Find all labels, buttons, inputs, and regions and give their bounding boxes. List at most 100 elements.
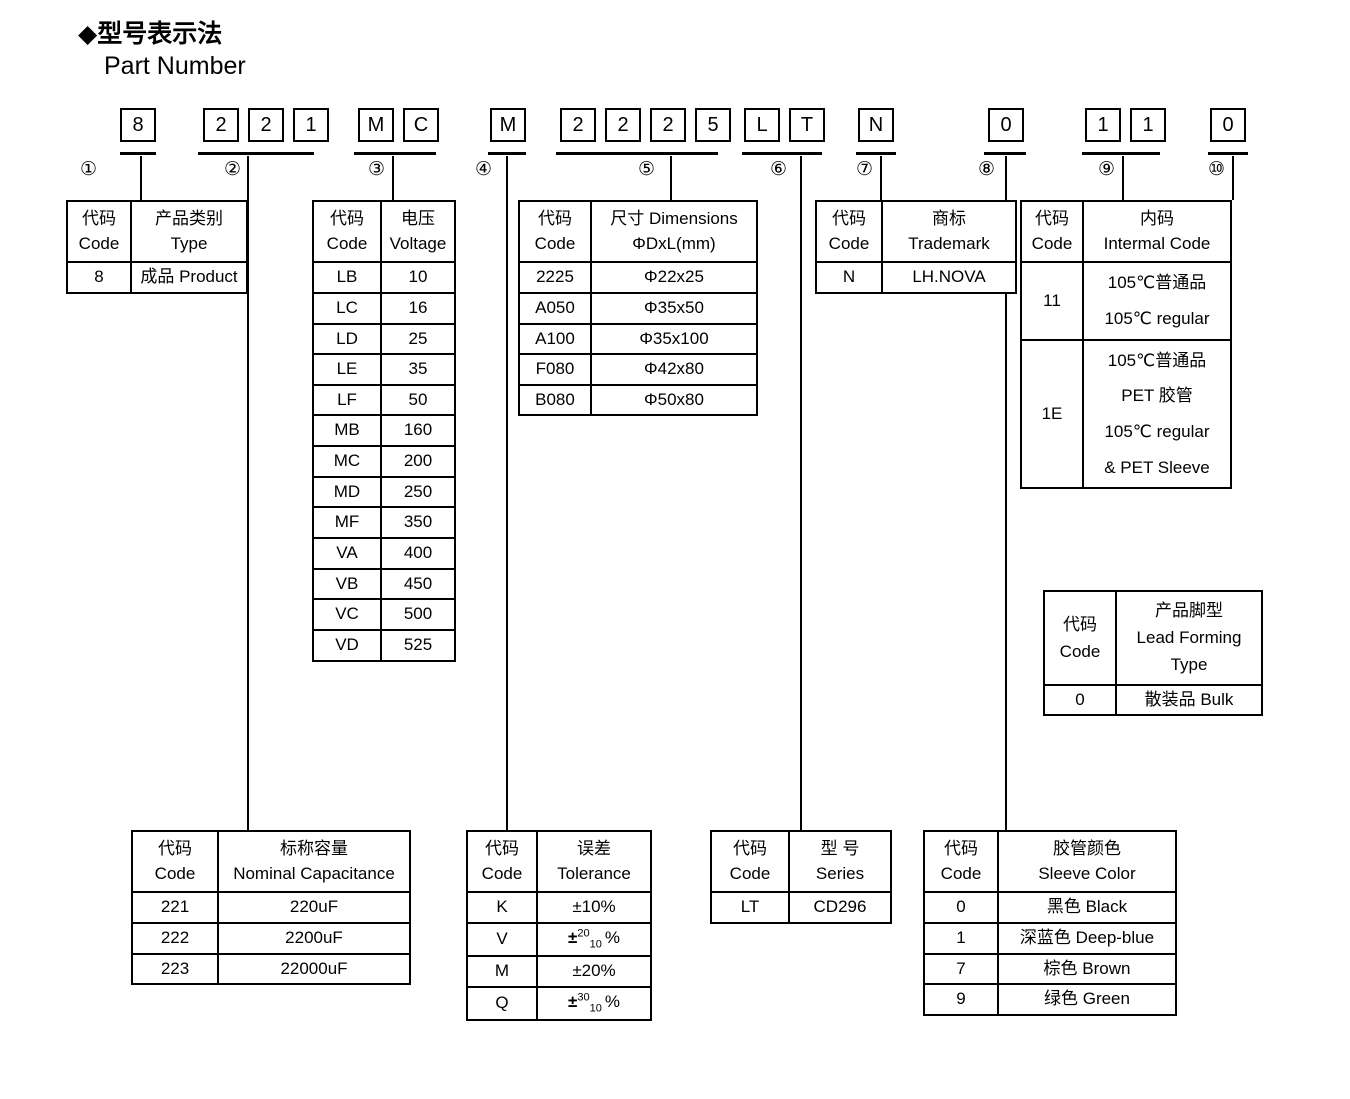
cell-code: VD xyxy=(312,628,382,662)
header-value-cn: 产品类别 xyxy=(155,209,223,228)
header-code-series: 代码 Code xyxy=(710,829,790,894)
group-bar-⑥ xyxy=(742,152,822,155)
table-row: LT CD296 xyxy=(710,891,892,924)
part-number-char-9-2: 1 xyxy=(1130,108,1166,142)
cell-code: A050 xyxy=(518,291,592,325)
group-marker-8: ⑧ xyxy=(978,159,996,180)
internal-code-line: 105℃普通品 xyxy=(1107,273,1207,293)
table-series: 代码 Code 型 号 Series LT CD296 xyxy=(710,829,892,924)
header-code-trademark: 代码 Code xyxy=(815,199,883,264)
header-value-en: Voltage xyxy=(389,233,447,253)
cell-code: 11 xyxy=(1020,261,1084,341)
cell-code: V xyxy=(466,921,538,958)
cell-code: LT xyxy=(710,891,790,924)
cell-code: VB xyxy=(312,567,382,601)
cell-value: ±3010% xyxy=(536,985,652,1022)
cell-code: MB xyxy=(312,414,382,448)
group-connector-5 xyxy=(670,156,672,200)
header-code-en: Code xyxy=(1059,641,1101,661)
group-bar-⑦ xyxy=(856,152,896,155)
cell-code: 0 xyxy=(1043,683,1117,717)
header-value-cn: 型 号 xyxy=(820,839,860,858)
cell-code: MF xyxy=(312,506,382,540)
tolerance-lower: 10 xyxy=(589,938,602,951)
group-marker-5: ⑤ xyxy=(638,159,656,180)
table-row: 代码 Code 误差 Tolerance xyxy=(466,829,652,894)
header-value-series: 型 号 Series xyxy=(788,829,892,894)
part-number-char-7-1: N xyxy=(858,108,894,142)
cell-code: 0 xyxy=(923,891,999,924)
header-value-cn: 胶管颜色 xyxy=(1053,839,1121,858)
header-code-cn: 代码 xyxy=(330,209,364,228)
cell-value: LH.NOVA xyxy=(881,261,1017,294)
table-row: 8 成品 Product xyxy=(66,261,248,294)
cell-code: LB xyxy=(312,261,382,294)
header-code-en: Code xyxy=(828,233,870,253)
group-connector-10 xyxy=(1232,156,1234,200)
cell-value: 22000uF xyxy=(217,952,411,986)
header-value-en: Intermal Code xyxy=(1103,233,1211,253)
cell-value: 25 xyxy=(380,322,456,356)
part-number-char-5-2: 2 xyxy=(605,108,641,142)
tolerance-upper: 30 xyxy=(577,991,590,1004)
header-code-en: Code xyxy=(78,233,120,253)
cell-code: 8 xyxy=(66,261,132,294)
part-number-char-4-1: M xyxy=(490,108,526,142)
table-row: K±10% xyxy=(466,891,652,924)
cell-value: 10 xyxy=(380,261,456,294)
header-code-cn: 代码 xyxy=(832,209,866,228)
cell-value: 黑色 Black xyxy=(997,891,1177,924)
cell-value: 105℃普通品 105℃ regular xyxy=(1082,261,1232,341)
header-value-en: Series xyxy=(815,863,865,883)
cell-code: LD xyxy=(312,322,382,356)
table-row: 代码 Code 型 号 Series xyxy=(710,829,892,894)
header-code-en: Code xyxy=(326,233,368,253)
table-trademark: 代码 Code 商标 Trademark N LH.NOVA xyxy=(815,199,1017,294)
header-value-lead: 产品脚型 Lead Forming Type xyxy=(1115,590,1263,686)
table-row: V±2010% xyxy=(466,921,652,958)
header-code-voltage: 代码 Code xyxy=(312,199,382,264)
header-code-cap: 代码 Code xyxy=(131,829,219,894)
cell-value: Φ35x100 xyxy=(590,322,758,356)
header-value-type: 产品类别 Type xyxy=(130,199,248,264)
cell-value: Φ35x50 xyxy=(590,291,758,325)
header-value-dimensions: 尺寸 Dimensions ΦDxL(mm) xyxy=(590,199,758,264)
cell-value: 50 xyxy=(380,383,456,417)
group-bar-⑤ xyxy=(556,152,718,155)
header-value-en2: Type xyxy=(1170,655,1208,675)
tolerance-lower: 10 xyxy=(589,1002,602,1015)
header-value-cn: 商标 xyxy=(932,209,966,228)
table-type: 代码 Code 产品类别 Type 8 成品 Product xyxy=(66,199,248,294)
table-lead-forming: 代码 Code 产品脚型 Lead Forming Type 0 散装品 Bul… xyxy=(1043,590,1263,717)
table-tolerance: 代码 Code 误差 Tolerance K±10%V±2010%M±20%Q±… xyxy=(466,829,652,1022)
header-value-en: ΦDxL(mm) xyxy=(632,233,716,253)
table-row: Q±3010% xyxy=(466,985,652,1022)
header-value-en: Trademark xyxy=(908,233,990,253)
internal-code-line: 105℃ regular xyxy=(1104,308,1210,328)
cell-code: 223 xyxy=(131,952,219,986)
cell-value: ±2010% xyxy=(536,921,652,958)
header-code-cn: 代码 xyxy=(538,209,572,228)
cell-value: 棕色 Brown xyxy=(997,952,1177,986)
group-bar-④ xyxy=(488,152,526,155)
group-marker-3: ③ xyxy=(368,159,386,180)
table-row: 0 散装品 Bulk xyxy=(1043,683,1263,717)
cell-code: B080 xyxy=(518,383,592,417)
header-code-tol: 代码 Code xyxy=(466,829,538,894)
header-code-sleeve: 代码 Code xyxy=(923,829,999,894)
header-code-cn: 代码 xyxy=(158,839,192,858)
part-number-char-5-3: 2 xyxy=(650,108,686,142)
group-marker-7: ⑦ xyxy=(856,159,874,180)
cell-code: 7 xyxy=(923,952,999,986)
group-bar-③ xyxy=(354,152,436,155)
